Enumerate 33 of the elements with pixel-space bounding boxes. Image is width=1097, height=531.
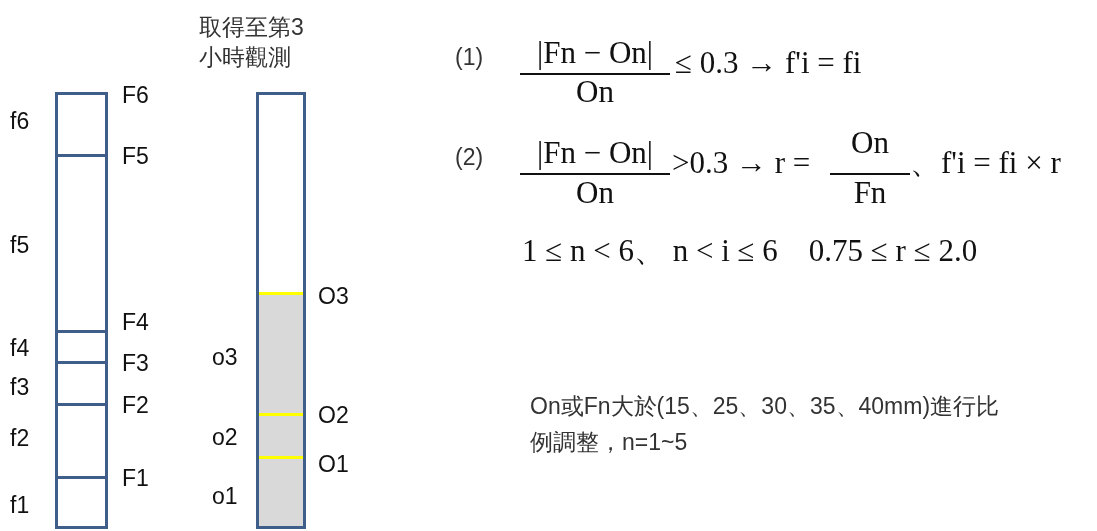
segment-label: o1: [212, 485, 238, 508]
segment-label: f2: [10, 427, 30, 450]
level-label: F6: [122, 84, 149, 107]
formula-denominator: On: [575, 76, 615, 107]
segment-label: o3: [212, 346, 238, 369]
segment-label: f5: [10, 234, 30, 257]
level-label: O1: [318, 453, 349, 476]
formula-text: 、f'i = fi × r: [910, 147, 1061, 178]
level-label: F2: [122, 394, 149, 417]
segment-label: f6: [10, 110, 30, 133]
formula-number: (1): [455, 46, 484, 69]
level-label: O3: [318, 285, 349, 308]
level-label: F1: [122, 467, 149, 490]
column-heading: 取得至第3小時觀測: [199, 13, 305, 72]
segmented-bar: [55, 92, 108, 529]
formula-denominator: On: [575, 177, 615, 208]
formula-numerator: |Fn − On|: [536, 37, 654, 68]
formula-text: >0.3 → r =: [672, 147, 811, 178]
level-label: F3: [122, 352, 149, 375]
formula-numerator: On: [850, 127, 890, 158]
formula-text: ≤ 0.3 → f'i = fi: [675, 47, 862, 78]
level-label: O2: [318, 404, 349, 427]
note-text: On或Fn大於(15、25、30、35、40mm)進行比例調整，n=1~5: [530, 392, 1001, 457]
segment-label: o2: [212, 426, 238, 449]
formula-number: (2): [455, 146, 484, 169]
formula-denominator: Fn: [852, 177, 888, 208]
formula-text: 1 ≤ n < 6、 n < i ≤ 6 0.75 ≤ r ≤ 2.0: [522, 235, 978, 266]
level-label: F4: [122, 311, 149, 334]
formula-numerator: |Fn − On|: [536, 137, 654, 168]
segment-label: f1: [10, 494, 30, 517]
segment-label: f4: [10, 337, 30, 360]
segment-label: f3: [10, 376, 30, 399]
level-label: F5: [122, 145, 149, 168]
